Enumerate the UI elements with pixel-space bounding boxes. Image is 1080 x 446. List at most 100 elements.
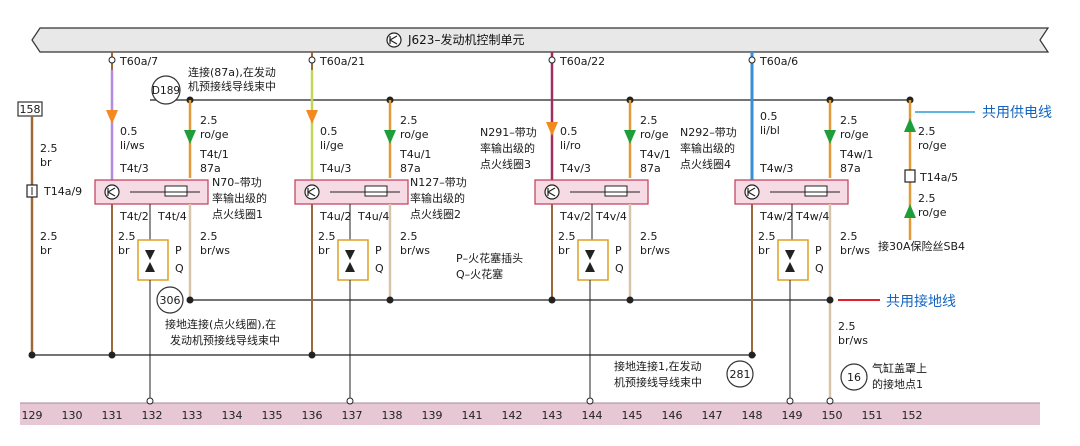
svg-text:2.5: 2.5 — [200, 230, 218, 243]
svg-text:87a: 87a — [640, 162, 661, 175]
svg-text:2.5: 2.5 — [840, 114, 858, 127]
svg-text:2.5: 2.5 — [640, 114, 658, 127]
svg-text:2.5: 2.5 — [40, 230, 58, 243]
svg-text:接30A保险丝SB4: 接30A保险丝SB4 — [878, 239, 965, 253]
svg-text:87a: 87a — [400, 162, 421, 175]
ruler-number: 135 — [262, 409, 283, 422]
ruler-bar — [20, 403, 1040, 425]
svg-text:N127–带功: N127–带功 — [410, 176, 467, 189]
coil-2-icon — [304, 184, 320, 200]
coil-4: T60a/6 0.5 li/bl 2.5 ro/ge T4w/3 T4w/1 8… — [734, 52, 873, 405]
svg-text:ro/ge: ro/ge — [200, 128, 229, 141]
svg-text:T60a/6: T60a/6 — [759, 55, 798, 68]
svg-text:br: br — [40, 244, 52, 257]
svg-text:281: 281 — [730, 368, 751, 381]
svg-text:ro/ge: ro/ge — [918, 139, 947, 152]
svg-text:li/ws: li/ws — [120, 139, 145, 152]
svg-text:br: br — [758, 244, 770, 257]
ruler-number: 148 — [742, 409, 763, 422]
ruler-number: 129 — [22, 409, 43, 422]
callout-ground: 共用接地线 — [886, 293, 956, 310]
svg-text:ro/ge: ro/ge — [918, 206, 947, 219]
svg-text:br/ws: br/ws — [640, 244, 670, 257]
ruler-number: 145 — [622, 409, 643, 422]
svg-text:T4w/3: T4w/3 — [759, 162, 793, 175]
svg-text:87a: 87a — [840, 162, 861, 175]
svg-text:点火线圈1: 点火线圈1 — [212, 207, 263, 221]
ecu-icon — [386, 32, 402, 48]
svg-text:0.5: 0.5 — [320, 125, 338, 138]
svg-text:306: 306 — [160, 294, 181, 307]
svg-text:机预接线导线束中: 机预接线导线束中 — [614, 375, 702, 389]
ruler-number: 132 — [142, 409, 163, 422]
ruler-number: 141 — [462, 409, 483, 422]
badge-306 — [156, 286, 184, 314]
ruler-number: 138 — [382, 409, 403, 422]
svg-text:Q–火花塞: Q–火花塞 — [456, 267, 503, 281]
svg-text:T4v/2: T4v/2 — [559, 210, 591, 223]
svg-text:T4u/1: T4u/1 — [399, 148, 431, 161]
svg-text:br/ws: br/ws — [840, 244, 870, 257]
coil-3-icon — [544, 184, 560, 200]
svg-text:P: P — [815, 244, 822, 257]
svg-text:N292–带功: N292–带功 — [680, 126, 737, 139]
svg-text:P: P — [375, 244, 382, 257]
svg-text:率输出级的: 率输出级的 — [680, 141, 735, 155]
svg-text:点火线圈3: 点火线圈3 — [480, 157, 531, 171]
ruler-number: 144 — [582, 409, 603, 422]
coil-2: T60a/21 0.5 li/ge 2.5 ro/ge T4u/3 T4u/1 … — [294, 52, 431, 405]
svg-text:T4t/3: T4t/3 — [119, 162, 149, 175]
svg-text:率输出级的: 率输出级的 — [480, 141, 535, 155]
ruler-number: 137 — [342, 409, 363, 422]
badge-16 — [840, 363, 868, 391]
ruler-number: 131 — [102, 409, 123, 422]
svg-text:2.5: 2.5 — [400, 230, 418, 243]
svg-text:2.5: 2.5 — [118, 230, 136, 243]
fuse-t14a5 — [904, 169, 916, 183]
svg-text:N291–带功: N291–带功 — [480, 126, 537, 139]
svg-text:ro/ge: ro/ge — [840, 128, 869, 141]
svg-text:T4u/4: T4u/4 — [357, 210, 389, 223]
svg-text:2.5: 2.5 — [918, 192, 936, 205]
coil-4-icon — [744, 184, 760, 200]
svg-text:0.5: 0.5 — [120, 125, 138, 138]
svg-text:2.5: 2.5 — [758, 230, 776, 243]
svg-text:连接(87a),在发动: 连接(87a),在发动 — [188, 65, 276, 79]
svg-text:2.5: 2.5 — [640, 230, 658, 243]
spark-plug-1 — [137, 239, 169, 281]
svg-text:点火线圈4: 点火线圈4 — [680, 157, 731, 171]
svg-text:br/ws: br/ws — [200, 244, 230, 257]
svg-text:T4t/1: T4t/1 — [199, 148, 229, 161]
svg-text:2.5: 2.5 — [318, 230, 336, 243]
svg-text:率输出级的: 率输出级的 — [410, 191, 465, 205]
svg-text:P: P — [175, 244, 182, 257]
svg-text:br: br — [40, 156, 52, 169]
svg-text:T4v/4: T4v/4 — [595, 210, 627, 223]
svg-text:T4u/3: T4u/3 — [319, 162, 351, 175]
svg-text:P–火花塞插头: P–火花塞插头 — [456, 251, 523, 265]
svg-text:br/ws: br/ws — [838, 334, 868, 347]
ruler-number: 149 — [782, 409, 803, 422]
svg-text:T4u/2: T4u/2 — [319, 210, 351, 223]
coil-3: T60a/22 0.5 li/ro 2.5 ro/ge T4v/3 T4v/1 … — [534, 52, 671, 405]
supply-feed: 2.5 ro/ge T14a/5 2.5 ro/ge 接30A保险丝SB4 — [878, 96, 965, 253]
svg-text:2.5: 2.5 — [558, 230, 576, 243]
ecu-bar: J623–发动机控制单元 — [31, 27, 1050, 53]
svg-text:br: br — [558, 244, 570, 257]
badge-281 — [726, 360, 754, 388]
svg-text:0.5: 0.5 — [560, 125, 578, 138]
svg-text:158: 158 — [20, 103, 41, 116]
svg-text:br: br — [118, 244, 130, 257]
svg-text:2.5: 2.5 — [840, 230, 858, 243]
ruler-number: 130 — [62, 409, 83, 422]
ruler-number: 146 — [662, 409, 683, 422]
svg-text:li/ge: li/ge — [320, 139, 344, 152]
svg-text:2.5: 2.5 — [400, 114, 418, 127]
svg-text:87a: 87a — [200, 162, 221, 175]
svg-text:Q: Q — [375, 262, 384, 275]
svg-text:T4t/2: T4t/2 — [119, 210, 149, 223]
svg-text:N70–带功: N70–带功 — [212, 176, 262, 189]
spark-plug-2 — [337, 239, 369, 281]
ruler-number: 152 — [902, 409, 923, 422]
